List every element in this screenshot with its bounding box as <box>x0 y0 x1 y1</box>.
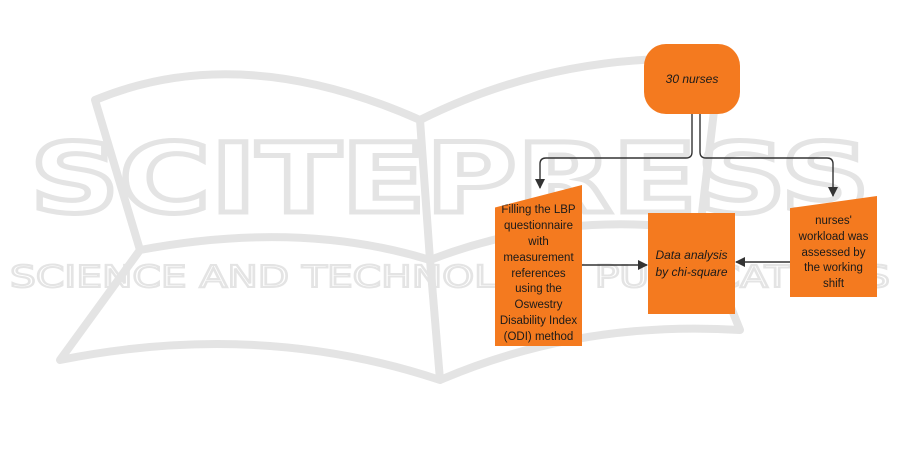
questionnaire-step-label: Filling the LBP questionnaire with measu… <box>498 203 579 346</box>
start-node-label: 30 nurses <box>666 72 719 86</box>
analysis-node: Data analysis by chi-square <box>648 213 735 314</box>
workload-step-node: nurses' workload was assessed by the wor… <box>790 196 877 297</box>
analysis-node-label: Data analysis by chi-square <box>651 247 732 280</box>
workload-step-label: nurses' workload was assessed by the wor… <box>792 214 875 293</box>
arrow-to-right-step <box>700 114 833 196</box>
arrow-to-left-step <box>540 114 692 188</box>
questionnaire-step-node: Filling the LBP questionnaire with measu… <box>495 185 582 346</box>
start-node: 30 nurses <box>644 44 740 114</box>
